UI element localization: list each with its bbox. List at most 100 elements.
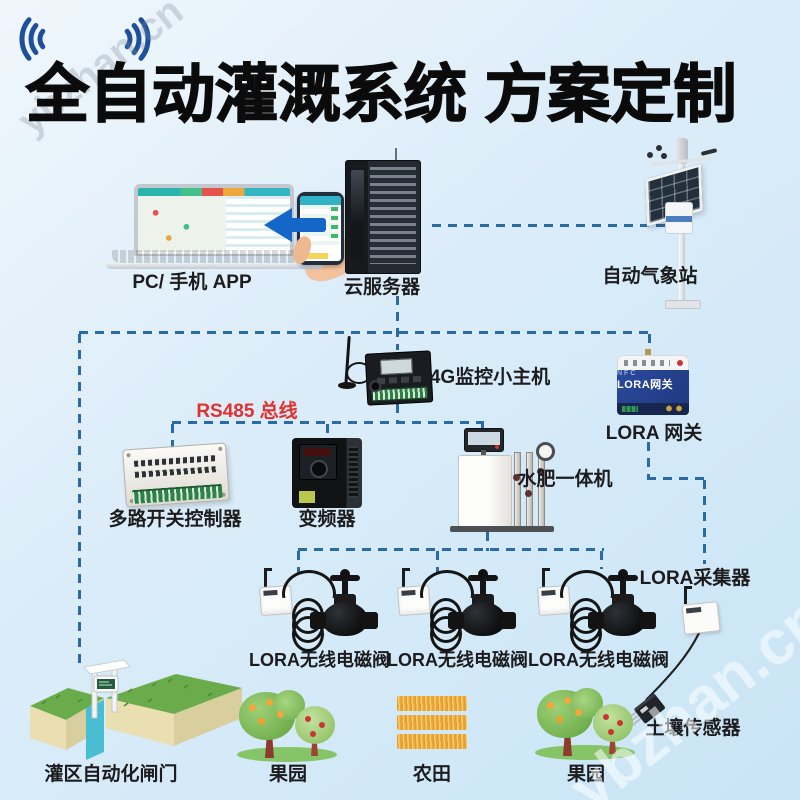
lora-valve-illustration [258, 566, 378, 654]
lora-valve-illustration [396, 566, 516, 654]
connector-valve-bus [298, 548, 604, 551]
vfd-illustration [292, 438, 362, 508]
4g-buttons [376, 375, 422, 385]
gateway-bottom-edge [617, 403, 689, 415]
connector-gateway-down [647, 442, 650, 480]
valve-flange-right [500, 612, 516, 629]
phone-app-header [300, 196, 341, 205]
label-cloud-server: 云服务器 [343, 277, 420, 298]
fertilizer-base-frame [450, 526, 554, 532]
label-vfd: 变频器 [298, 509, 356, 530]
pipe-valve-knob [537, 468, 544, 475]
anemometer-icon [647, 152, 653, 158]
valve-body [600, 602, 646, 636]
phone-app-status-dots [331, 207, 338, 243]
label-lora-valve-2: LORA无线电磁阀 [387, 650, 528, 670]
label-pc-app: PC/ 手机 APP [132, 272, 252, 293]
server-antenna [395, 148, 397, 162]
controller-slot-row [134, 466, 217, 478]
valve-stem [342, 580, 348, 598]
label-lora-valve-1: LORA无线电磁阀 [249, 650, 390, 670]
rain-gauge [675, 138, 688, 164]
connector-vfd-drop [326, 424, 329, 442]
label-soil-sensor: 土壤传感器 [645, 718, 741, 739]
dashboard-header [138, 188, 290, 196]
valve-handle-cap [618, 569, 628, 579]
station-control-box [665, 202, 693, 234]
pipe-valve-knob [513, 474, 520, 481]
tree-trunk [265, 730, 274, 758]
label-gate: 灌区自动化闸门 [44, 764, 178, 785]
wind-vane-icon [700, 148, 718, 156]
orange-fruits [547, 702, 554, 709]
gateway-device-text: LORA网关 [617, 379, 674, 391]
valve-antenna [264, 568, 272, 588]
lora-collector-illustration [680, 586, 730, 638]
connector-server-down [396, 296, 399, 350]
gate-illustration [30, 659, 242, 760]
orange-fruits [249, 704, 256, 711]
fertilizer-machine-illustration [448, 428, 556, 534]
valve-flange-right [640, 612, 656, 629]
crop-row [397, 696, 467, 711]
collector-box [681, 601, 721, 635]
connector-controller-drop [171, 424, 174, 450]
fertilizer-console [464, 428, 504, 452]
cloud-server-illustration [345, 160, 421, 274]
phone-app-warning-row [303, 253, 328, 259]
connector-rs485-bus [172, 421, 484, 424]
connector-gateway-right [647, 477, 707, 480]
page-title: 全自动灌溉系统 方案定制 [25, 59, 737, 131]
pipe-valve-knob [525, 490, 532, 497]
connector-fertilizer-down [486, 516, 489, 551]
connector-server-weather [432, 224, 668, 227]
valve-flange-right [362, 612, 378, 629]
pressure-gauge-icon [536, 442, 555, 461]
label-lora-valve-3: LORA无线电磁阀 [528, 650, 669, 670]
connector-main-horizontal [79, 331, 651, 334]
controller-slot-row [133, 455, 217, 467]
red-fruits [603, 714, 609, 720]
farmland-illustration [397, 696, 469, 754]
laptop-keyboard [112, 250, 317, 263]
valve-body [460, 602, 506, 636]
controller-terminal-strip [131, 483, 223, 505]
tree-trunk [311, 734, 318, 756]
station-base [665, 300, 701, 309]
dashboard-map [138, 196, 227, 252]
tree-canopy [295, 706, 335, 744]
laptop-base [106, 263, 323, 269]
valve-flange-left [310, 612, 326, 629]
arrow-bar [292, 218, 326, 232]
vfd-vents [349, 446, 358, 498]
label-lora-collector: LORA采集器 [639, 568, 751, 589]
connector-valve2-drop [436, 551, 439, 573]
valve-body [322, 602, 368, 636]
connector-valve1-drop [297, 551, 300, 573]
tree-canopy [593, 704, 633, 742]
connector-valve3-drop [600, 551, 603, 569]
valve-handle-cap [340, 569, 350, 579]
gateway-nfc-text: NFC [617, 370, 638, 377]
arrow-left-icon [264, 206, 326, 244]
label-farmland: 农田 [412, 764, 451, 785]
orchard-illustration [535, 688, 635, 760]
label-4g-host: 4G监控小主机 [429, 367, 551, 388]
orchard-illustration [237, 690, 337, 762]
weather-station-illustration [595, 138, 725, 313]
gateway-body: LORA网关 NFC [617, 370, 689, 403]
label-fertilizer-machine: 水肥一体机 [517, 469, 613, 490]
connector-gateway-up [648, 334, 651, 358]
4g-lcd [380, 358, 413, 375]
lora-valve-illustration [536, 566, 656, 654]
valve-flange-left [448, 612, 464, 629]
label-multi-switch-controller: 多路开关控制器 [108, 509, 242, 530]
label-rs485-bus: RS485 总线 [196, 401, 298, 422]
crop-row [397, 734, 467, 749]
vfd-label-sticker [299, 491, 315, 503]
fertilizer-console-stand [481, 450, 486, 456]
label-orchard-right: 果园 [566, 764, 605, 785]
valve-handle-cap [478, 569, 488, 579]
label-lora-gateway: LORA 网关 [605, 423, 703, 444]
